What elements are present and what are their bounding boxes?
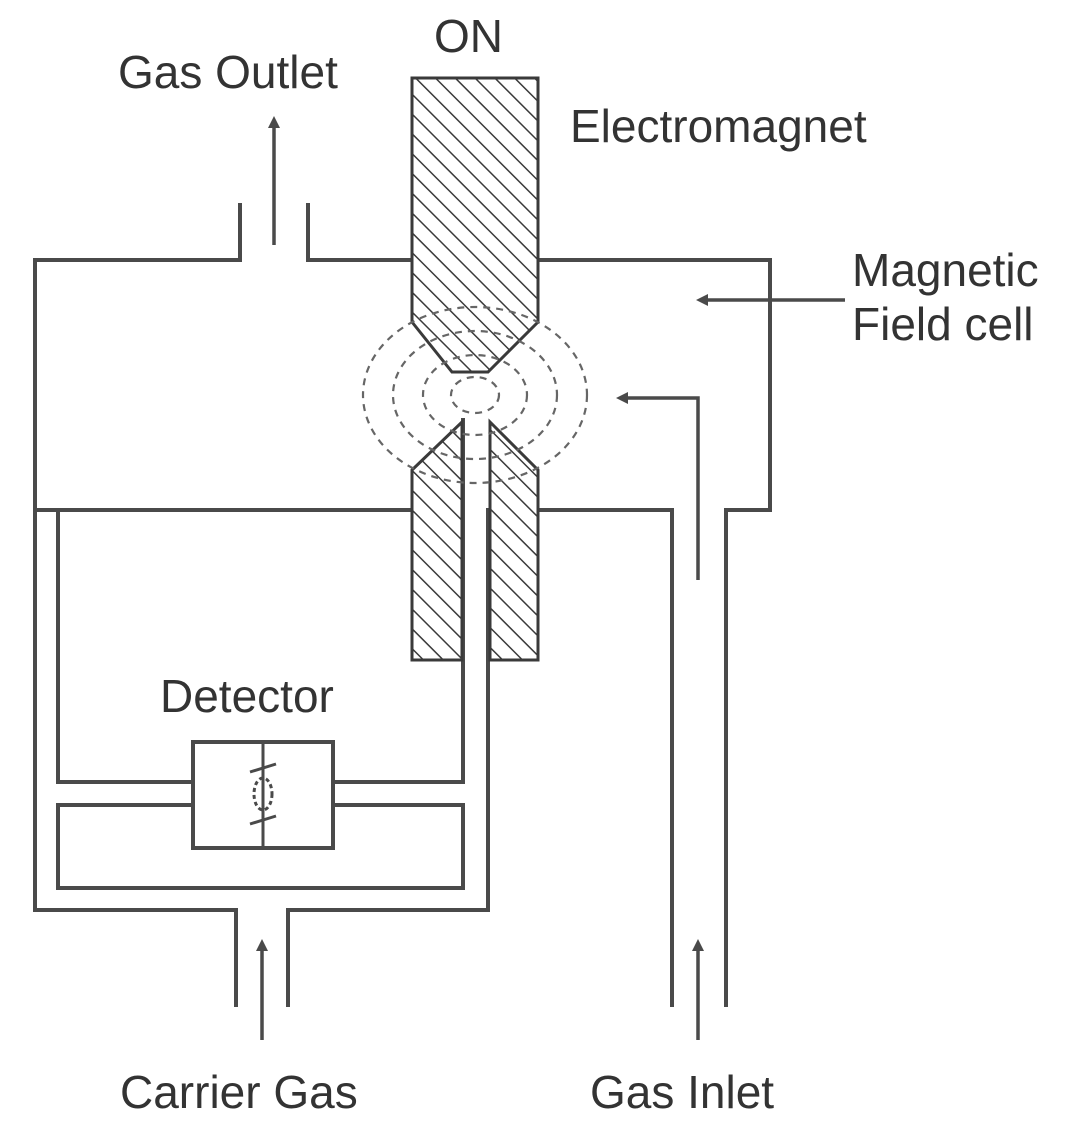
outer-housing-top-right-wall	[306, 203, 772, 1007]
detector-label: Detector	[160, 670, 334, 722]
outer-housing-outer-wall	[33, 203, 242, 1007]
on-label: ON	[434, 10, 503, 62]
carrier-gas-label: Carrier Gas	[120, 1066, 358, 1118]
lower-bypass-channel	[56, 803, 465, 890]
inner-housing-wall	[286, 508, 674, 1007]
electromagnet-upper-pole	[410, 76, 540, 374]
electromagnet-label: Electromagnet	[570, 100, 867, 152]
detector-element-icon	[249, 762, 277, 826]
gas-flow-into-cell-arrow	[616, 392, 700, 580]
magnetic-field-cell-label-line1: Magnetic	[852, 244, 1039, 296]
magnetic-field-lines	[361, 305, 589, 485]
gas-inlet-label: Gas Inlet	[590, 1066, 774, 1118]
left-gas-channel	[56, 508, 195, 784]
magnetic-field-cell-label-line2: Field cell	[852, 298, 1034, 350]
gas-outlet-label: Gas Outlet	[118, 46, 338, 98]
